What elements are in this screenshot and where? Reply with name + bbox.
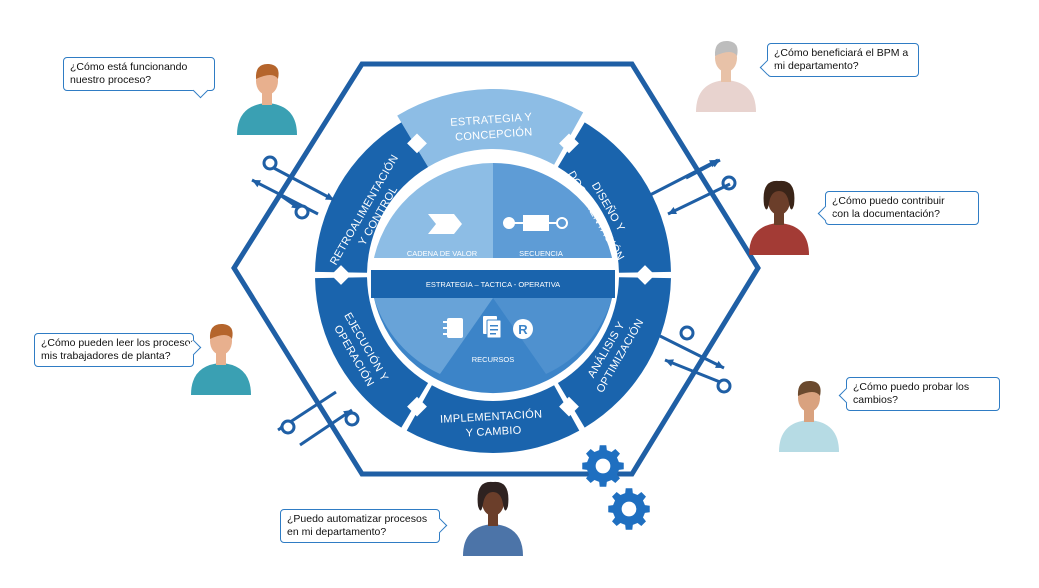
- segment-divider-notch: [559, 396, 579, 417]
- connector-arrow: [262, 155, 335, 202]
- sequence-label: SECUENCIA: [519, 249, 563, 258]
- connector-arrow: [279, 193, 310, 220]
- value-chain-label: CADENA DE VALOR: [407, 249, 478, 258]
- gears: [582, 445, 650, 530]
- connector-arrow: [277, 390, 337, 435]
- person-right-upper: [749, 180, 809, 255]
- connector-arrows: [251, 155, 737, 447]
- svg-text:ESTRATEGIA Y CONCEPCIÓN: ESTRATEGIA Y CONCEPCIÓN: [450, 111, 537, 144]
- segment-top-right: [557, 122, 671, 273]
- segment-top-line2: CONCEPCIÓN: [455, 125, 533, 143]
- notebook-icon: [443, 318, 463, 338]
- connector-arrow: [685, 158, 721, 180]
- svg-text:IMPLEMENTACIÓN Y CAMBIO: IMPLEMENTACIÓN Y CAMBIO: [440, 407, 547, 440]
- segment-bottom-right: [557, 277, 671, 428]
- lifecycle-ring: [315, 89, 671, 454]
- segment-top: [397, 89, 584, 167]
- segment-bottom-line2: Y CAMBIO: [465, 425, 522, 440]
- connector-arrow: [667, 182, 731, 216]
- document-icon: [483, 316, 502, 339]
- segment-bottom: [406, 385, 580, 454]
- segment-divider-notch: [331, 265, 351, 285]
- segment-bottom-left: [315, 277, 429, 428]
- connector-arrow: [659, 325, 725, 370]
- person-top-right: [696, 40, 756, 112]
- resources-label: RECURSOS: [472, 355, 515, 364]
- r-icon: R: [513, 319, 533, 339]
- chevron-icon: [428, 214, 462, 234]
- inner-circle: [371, 163, 615, 394]
- person-left-lower: [191, 323, 251, 395]
- gear-icon: [582, 445, 624, 487]
- connector-arrow: [299, 408, 360, 447]
- segment-top-line1: ESTRATEGIA Y: [450, 111, 533, 129]
- segment-divider-notch: [635, 265, 655, 285]
- sequence-icon: [503, 215, 568, 231]
- segment-bottom-line1: IMPLEMENTACIÓN: [440, 407, 543, 425]
- segment-divider-notch: [407, 396, 427, 417]
- strategy-band-label: ESTRATEGIA – TACTICA - OPERATIVA: [426, 280, 560, 289]
- segment-top-left: [315, 122, 429, 273]
- person-right-lower: [779, 380, 839, 452]
- outer-hexagon: [231, 61, 761, 477]
- segment-divider-notch: [407, 133, 427, 154]
- svg-text:R: R: [518, 322, 528, 337]
- people: [191, 40, 839, 556]
- person-bottom: [463, 481, 523, 556]
- connector-arrow: [664, 358, 732, 394]
- person-top-left: [237, 63, 297, 135]
- gear-icon: [608, 488, 650, 530]
